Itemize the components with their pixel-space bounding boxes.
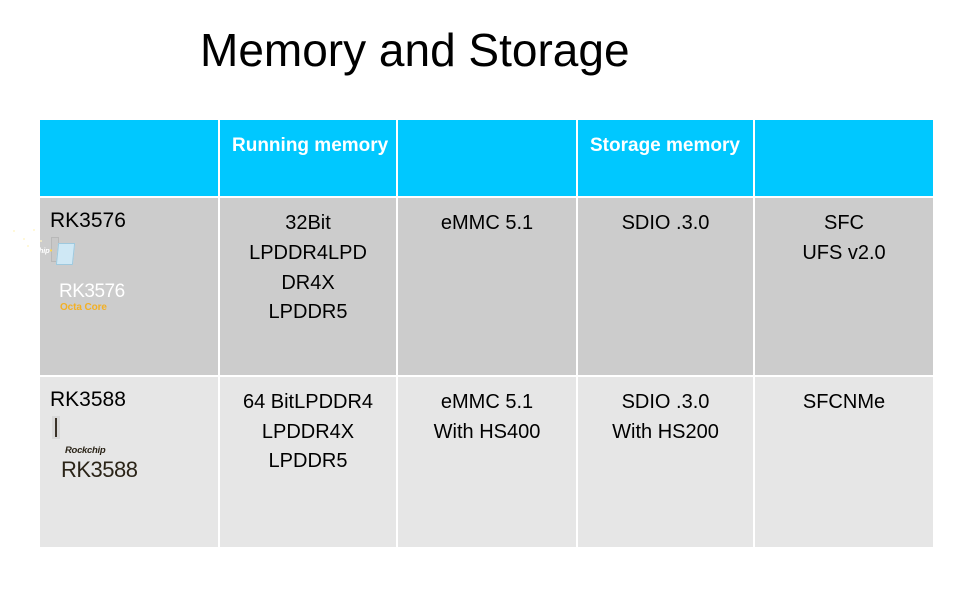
table-row: RK3588 Rockchip RK3588 64 BitLPDDR4LPDDR… xyxy=(40,377,933,547)
header-cell-blank-4 xyxy=(755,120,933,197)
row-rk3576-sdio-cell: SDIO .3.0 xyxy=(578,198,753,376)
rk3588-chip-image: Rockchip RK3588 xyxy=(52,416,138,482)
row-rk3588-name: RK3588 xyxy=(50,388,126,412)
rk3588-chip-image-wrap: Rockchip RK3588 xyxy=(40,413,218,482)
page-title: Memory and Storage xyxy=(200,24,630,76)
row-rk3576-emmc: eMMC 5.1 xyxy=(440,212,534,235)
row-rk3588-chip-cell: RK3588 Rockchip RK3588 xyxy=(40,377,218,547)
row-rk3576-sdio: SDIO .3.0 xyxy=(621,212,710,235)
header-blank-4-label xyxy=(755,120,933,196)
row-rk3588-sfc: SFCNMe xyxy=(802,391,886,414)
header-running-memory-label: Running memory xyxy=(232,135,389,156)
header-cell-blank-2 xyxy=(398,120,576,197)
header-cell-storage-memory: Storage memory xyxy=(578,120,753,197)
row-rk3576-name: RK3576 xyxy=(50,209,126,233)
rk3588-chip-face: Rockchip RK3588 xyxy=(55,418,138,482)
rk3576-chip-image-wrap: Rockchip• RK3576 Octa Core xyxy=(13,223,218,313)
header-cell-running-memory: Running memory xyxy=(220,120,396,197)
header-storage-memory-label: Storage memory xyxy=(590,135,740,156)
header-blank-2-label xyxy=(398,120,576,196)
header-chip-label xyxy=(40,120,218,196)
rk3576-chip-image: Rockchip• RK3576 Octa Core xyxy=(13,223,125,313)
header-cell-chip xyxy=(40,120,218,197)
row-rk3576-emmc-cell: eMMC 5.1 xyxy=(398,198,576,376)
row-rk3588-sfc-cell: SFCNMe xyxy=(755,377,933,547)
memory-storage-table: Running memory Storage memory RK3576 xyxy=(13,118,935,549)
table-row: RK3576 Rockchip• RK3576 Octa Core xyxy=(13,198,933,376)
row-rk3576-chip-cell: RK3576 Rockchip• RK3576 Octa Core xyxy=(13,198,218,376)
table-header-row: Running memory Storage memory xyxy=(40,120,933,197)
